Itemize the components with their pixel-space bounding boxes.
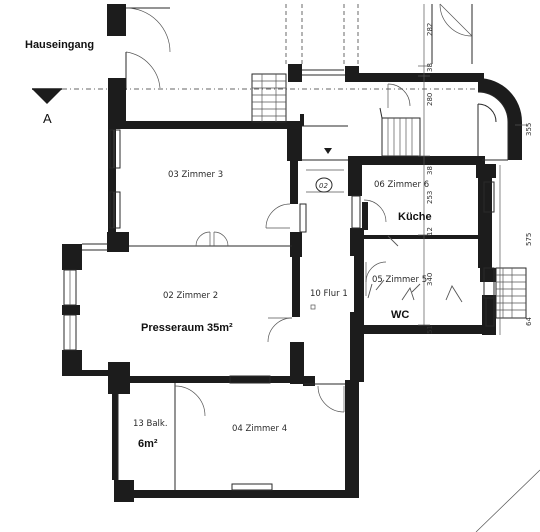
entrance-door xyxy=(107,4,171,90)
door-tag: 02 xyxy=(306,148,344,310)
dim-38a: 38 xyxy=(426,63,434,72)
pencil-marks xyxy=(367,235,463,303)
room-03-label: 03 Zimmer 3 xyxy=(168,170,223,180)
section-marker-icon xyxy=(32,89,62,104)
dim-64: 64 xyxy=(525,317,533,326)
section-marker-label: A xyxy=(43,111,52,126)
room-13-note: 6m² xyxy=(138,438,158,450)
stairs-top xyxy=(251,73,287,123)
dim-340: 340 xyxy=(426,273,434,286)
partitions xyxy=(117,74,348,490)
apse xyxy=(477,78,528,161)
dim-253: 253 xyxy=(426,191,434,204)
dim-355: 355 xyxy=(525,123,533,136)
projection-lines xyxy=(285,3,473,71)
room-04-label: 04 Zimmer 4 xyxy=(232,424,287,434)
room-05-label: 05 Zimmer 5 xyxy=(372,275,427,285)
room-05-note: WC xyxy=(391,309,409,321)
edge-line xyxy=(475,469,540,532)
entrance-label: Hauseingang xyxy=(25,39,94,51)
dimensions: 282 38 280 355 38 253 12 575 340 51 64 xyxy=(418,4,533,335)
room-02-label: 02 Zimmer 2 xyxy=(163,291,218,301)
section-axis: A xyxy=(32,88,505,126)
room-02-note: Presseraum 35m² xyxy=(141,322,233,334)
stairs-mid xyxy=(379,107,421,157)
dim-51: 51 xyxy=(426,325,434,334)
dim-280: 280 xyxy=(426,93,434,106)
room-13-label: 13 Balk. xyxy=(133,419,168,429)
room-06-note: Küche xyxy=(398,211,432,223)
windows xyxy=(63,129,495,491)
room-06-label: 06 Zimmer 6 xyxy=(374,180,429,190)
doors xyxy=(174,83,411,417)
dim-12: 12 xyxy=(426,227,434,236)
stairs-right xyxy=(495,267,527,319)
door-tag-label: 02 xyxy=(319,182,328,190)
dim-38b: 38 xyxy=(426,166,434,175)
room-10-label: 10 Flur 1 xyxy=(310,289,348,299)
dim-575: 575 xyxy=(525,233,533,246)
dim-282: 282 xyxy=(426,23,434,36)
